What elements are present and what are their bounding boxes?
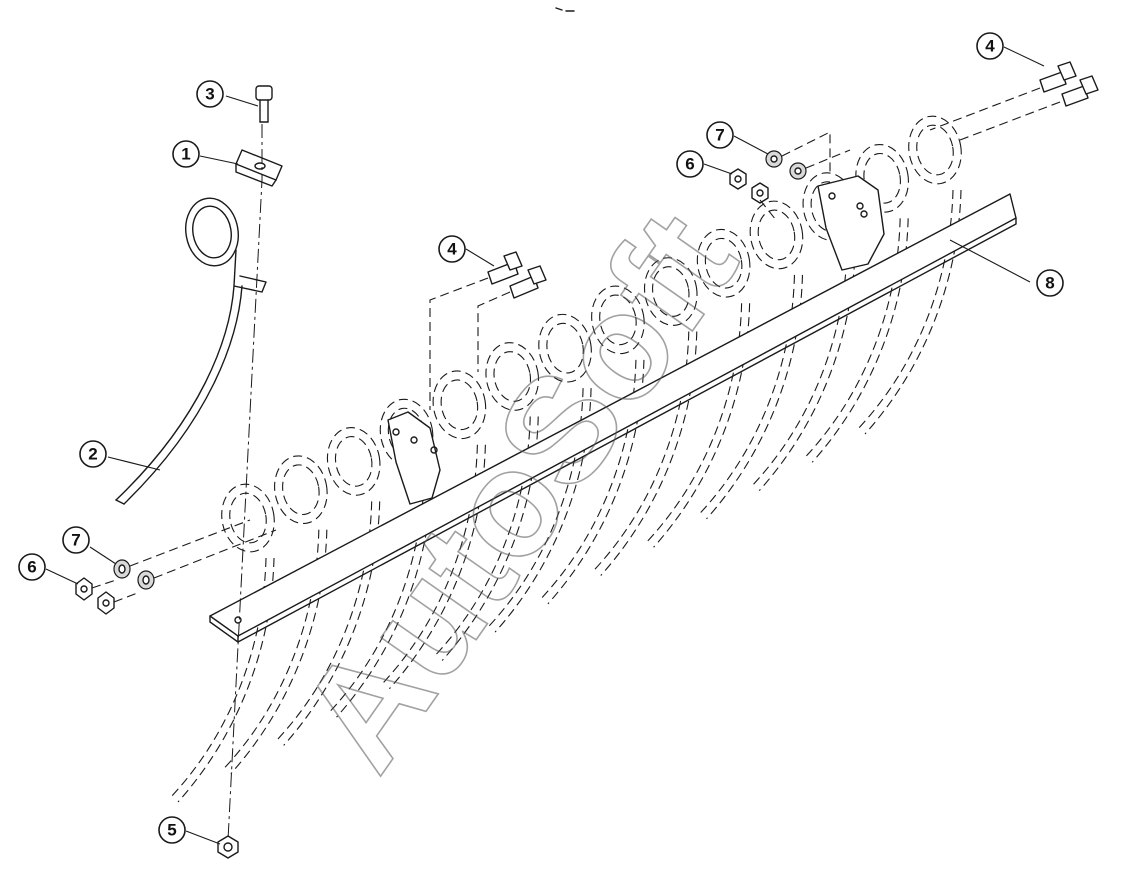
callout-2: 2 [79, 440, 107, 468]
mid-bolt-upper [487, 251, 523, 285]
ghost-tine [169, 483, 275, 803]
right-washer-lower [789, 162, 807, 180]
callout-1: 1 [172, 140, 200, 168]
tine-clamp [235, 149, 283, 187]
callout-3: 3 [196, 80, 224, 108]
left-hardware-dash-lines [91, 519, 277, 603]
right-bolt-upper [1039, 61, 1077, 93]
mid-bolt-dash-lines [429, 277, 511, 410]
callout-5-label: 5 [167, 821, 176, 840]
callout-7b: 7 [706, 121, 734, 149]
callout-2-label: 2 [88, 445, 97, 464]
mid-bolt-lower [509, 265, 547, 299]
clamp-center-line [227, 124, 263, 841]
right-bolt-lower [1061, 75, 1099, 107]
callout-5: 5 [158, 816, 186, 844]
callout-6b-label: 6 [685, 155, 694, 174]
callout-6a: 6 [18, 553, 46, 581]
callout-6a-label: 6 [27, 558, 36, 577]
top-mark [555, 7, 575, 12]
callout-4b: 4 [976, 32, 1004, 60]
bar-bracket-left [387, 411, 441, 505]
callout-7a: 7 [62, 526, 90, 554]
callout-7b-label: 7 [715, 126, 724, 145]
leader-lines [45, 46, 1045, 845]
callout-6b: 6 [676, 150, 704, 178]
callout-4a-label: 4 [447, 240, 457, 259]
clamp-bolt [255, 85, 273, 123]
left-washer-lower [137, 570, 155, 590]
clamp-nut [217, 835, 239, 859]
right-bolt-dash-lines [929, 87, 1061, 141]
callout-8-label: 8 [1045, 274, 1054, 293]
right-washer-upper [765, 150, 783, 168]
left-nut-upper [75, 577, 93, 601]
right-hardware-dash-lines [759, 131, 851, 221]
right-nut-upper [729, 168, 747, 190]
left-washer-upper [113, 559, 131, 579]
spring-tine [115, 197, 267, 505]
callout-3-label: 3 [205, 85, 214, 104]
bar-bracket-right [817, 175, 885, 271]
callout-1-label: 1 [181, 145, 190, 164]
callout-7a-label: 7 [71, 531, 80, 550]
right-nut-lower [751, 182, 769, 204]
left-nut-lower [97, 591, 115, 615]
callout-4a: 4 [438, 235, 466, 263]
callout-8: 8 [1036, 269, 1064, 297]
callout-4b-label: 4 [985, 37, 995, 56]
